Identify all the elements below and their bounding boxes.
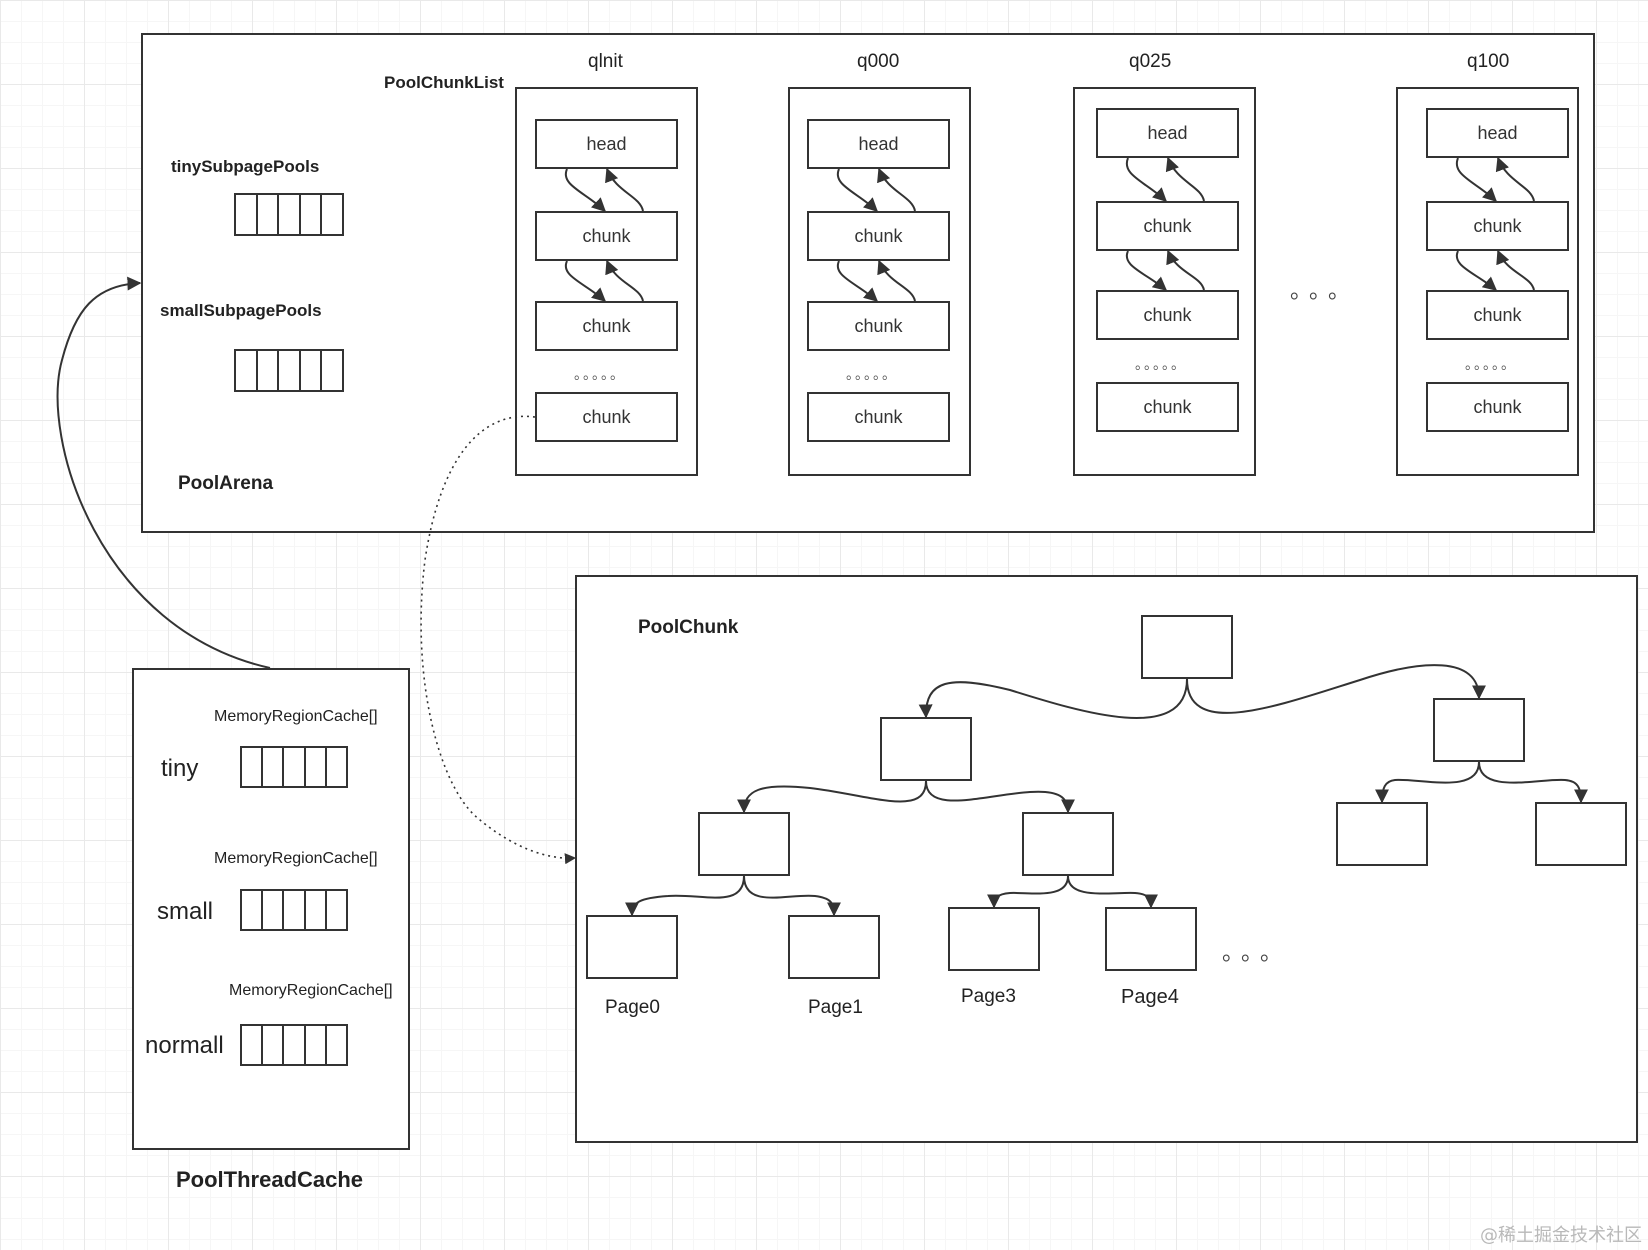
qinit-chunk-node: chunk	[535, 301, 678, 351]
chunk-tree-node	[1022, 812, 1114, 876]
chunk-list-q000-title: q000	[857, 51, 900, 72]
page-node	[948, 907, 1040, 971]
chunk-lists-more-dots: 。。。	[1290, 278, 1359, 303]
chunk-list-q025-title: q025	[1129, 51, 1172, 72]
q025-chunk-node: chunk	[1096, 201, 1239, 251]
chunk-tree-node	[1433, 698, 1525, 762]
page3-label: Page3	[961, 986, 1016, 1007]
chunk-tree-node	[698, 812, 790, 876]
tiny-subpage-pools-array	[234, 193, 344, 236]
q000-head-node: head	[807, 119, 950, 169]
q100-chunk-node: chunk	[1426, 382, 1569, 432]
q025-ellipsis: 。。。。。	[1135, 356, 1187, 372]
q000-chunk-node: chunk	[807, 301, 950, 351]
chunk-tree-node	[880, 717, 972, 781]
small-cache-array	[240, 889, 348, 931]
chunk-tree-leaf-node	[1336, 802, 1428, 866]
memory-region-cache-label: MemoryRegionCache[]	[229, 982, 393, 999]
qinit-chunk-node: chunk	[535, 211, 678, 261]
normall-cache-label: normall	[145, 1032, 224, 1059]
memory-region-cache-label: MemoryRegionCache[]	[214, 850, 378, 867]
q000-chunk-node: chunk	[807, 392, 950, 442]
small-subpage-pools-label: smallSubpagePools	[160, 301, 322, 320]
tiny-subpage-pools-label: tinySubpagePools	[171, 157, 320, 176]
small-subpage-pools-array	[234, 349, 344, 392]
q025-head-node: head	[1096, 108, 1239, 158]
pool-chunk-title: PoolChunk	[638, 617, 739, 638]
page-node	[788, 915, 880, 979]
qinit-head-node: head	[535, 119, 678, 169]
q025-chunk-node: chunk	[1096, 290, 1239, 340]
page4-label: Page4	[1121, 986, 1179, 1008]
qinit-ellipsis: 。。。。。	[574, 366, 626, 382]
tiny-cache-label: tiny	[161, 755, 199, 782]
normall-cache-array	[240, 1024, 348, 1066]
q100-head-node: head	[1426, 108, 1569, 158]
chunk-list-qinit-title: qlnit	[588, 51, 623, 72]
q100-chunk-node: chunk	[1426, 201, 1569, 251]
q000-chunk-node: chunk	[807, 211, 950, 261]
small-cache-label: small	[157, 898, 214, 925]
chunk-list-q100-title: q100	[1467, 51, 1510, 72]
tiny-cache-array	[240, 746, 348, 788]
page1-label: Page1	[808, 997, 863, 1018]
q025-chunk-node: chunk	[1096, 382, 1239, 432]
watermark: @稀土掘金技术社区	[1480, 1225, 1642, 1246]
chunk-tree-root-node	[1141, 615, 1233, 679]
pool-arena-title: PoolArena	[178, 473, 274, 494]
memory-region-cache-label: MemoryRegionCache[]	[214, 708, 378, 725]
q100-ellipsis: 。。。。。	[1465, 356, 1517, 372]
pool-chunk-list-label: PoolChunkList	[384, 73, 504, 92]
qinit-chunk-node: chunk	[535, 392, 678, 442]
page-node	[1105, 907, 1197, 971]
chunk-tree-leaf-node	[1535, 802, 1627, 866]
pool-thread-cache-title: PoolThreadCache	[176, 1167, 364, 1192]
q000-ellipsis: 。。。。。	[846, 366, 898, 382]
pages-more-dots: 。。。	[1222, 940, 1291, 965]
page0-label: Page0	[605, 997, 660, 1018]
page-node	[586, 915, 678, 979]
q100-chunk-node: chunk	[1426, 290, 1569, 340]
